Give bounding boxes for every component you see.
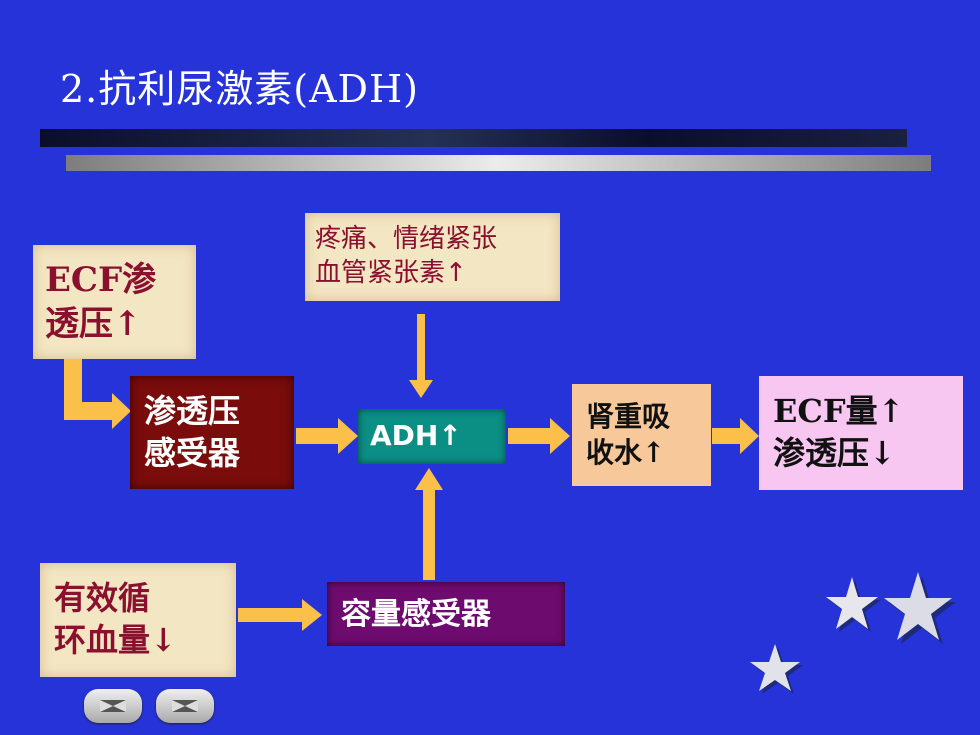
page-title: 2.抗利尿激素(ADH) — [60, 67, 419, 111]
ecf-result-box: ECF量↑ 渗透压↓ — [759, 376, 963, 490]
prev-slide-button[interactable] — [84, 689, 142, 723]
arrow-adh-to-kidney — [508, 418, 570, 454]
osmoreceptor-line1: 渗透压 — [144, 391, 241, 430]
star-icon — [884, 572, 956, 644]
circulation-line1: 有效循 — [54, 579, 151, 618]
effective-circulation-box: 有效循 环血量↓ — [40, 563, 236, 677]
adh-label: ADH↑ — [370, 419, 462, 453]
arrow-volume-to-adh — [415, 468, 443, 580]
arrow-ecf-to-osmoreceptor — [64, 358, 131, 429]
osmoreceptor-box: 渗透压 感受器 — [130, 376, 294, 489]
ecf-osmotic-line2: 透压↑ — [45, 304, 142, 344]
adh-box: ADH↑ — [358, 409, 506, 464]
title-underline-dark — [40, 129, 907, 147]
osmoreceptor-line2: 感受器 — [144, 433, 241, 472]
kidney-reabsorption-box: 肾重吸 收水↑ — [572, 384, 711, 486]
arrow-kidney-to-result — [712, 418, 759, 454]
arrow-osmoreceptor-to-adh — [296, 418, 358, 454]
kidney-line1: 肾重吸 — [586, 399, 671, 433]
prev-nav-icon — [100, 700, 126, 712]
ecf-osmotic-line1: ECF渗 — [45, 259, 157, 300]
volume-receptor-label: 容量感受器 — [341, 596, 491, 632]
pain-stress-box: 疼痛、情绪紧张 血管紧张素↑ — [305, 213, 560, 301]
ecf-osmotic-box: ECF渗 透压↑ — [33, 245, 196, 359]
arrow-circulation-to-volume — [238, 599, 322, 631]
next-nav-icon — [172, 700, 198, 712]
volume-receptor-box: 容量感受器 — [327, 582, 565, 646]
next-slide-button[interactable] — [156, 689, 214, 723]
star-icon — [826, 577, 881, 632]
title-underline-silver — [66, 155, 931, 171]
star-icon — [750, 644, 803, 694]
pain-line2: 血管紧张素↑ — [315, 258, 467, 288]
ecf-result-line1: ECF量↑ — [773, 392, 905, 431]
pain-line1: 疼痛、情绪紧张 — [315, 224, 498, 255]
ecf-result-line2: 渗透压↓ — [773, 434, 896, 472]
kidney-line2: 收水↑ — [586, 436, 666, 469]
arrow-pain-to-adh — [409, 314, 433, 398]
circulation-line2: 环血量↓ — [54, 621, 177, 659]
